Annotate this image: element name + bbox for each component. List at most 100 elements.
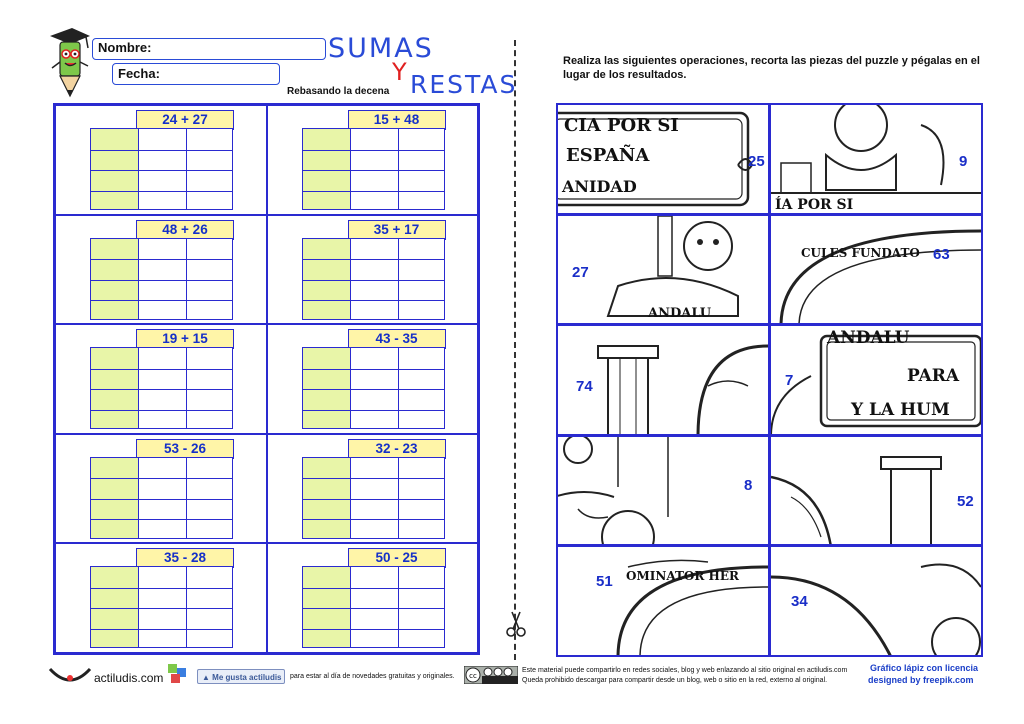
like-caption: para estar al día de novedades gratuitas… [290,673,455,680]
puzzle-piece[interactable]: 34 [769,545,983,657]
operation-label: 50 - 25 [347,548,446,569]
table-row-divider [302,498,444,500]
table-row-divider [91,259,232,261]
puzzle-number: 7 [785,372,794,390]
like-button[interactable]: ▲ Me gusta actiludis [197,669,285,684]
puzzle-number: 63 [933,245,950,263]
like-button-label: Me gusta actiludis [212,673,282,682]
carry-column [302,457,350,538]
answer-table[interactable] [301,456,445,539]
puzzle-number: 34 [791,593,808,611]
operation-cell: 53 - 26 [55,433,267,544]
answer-table[interactable] [301,237,445,320]
table-column-divider [138,348,139,429]
table-row-divider [302,300,444,302]
answer-table[interactable] [90,566,233,649]
pencil-mascot-icon [50,28,90,98]
answer-table[interactable] [301,128,445,210]
svg-text:cc: cc [469,672,477,680]
table-row-divider [91,389,232,391]
operation-cell: 43 - 35 [266,324,478,434]
operation-label: 35 + 17 [347,219,446,240]
table-column-divider [397,238,399,319]
table-row-divider [91,368,232,370]
operation-cell: 50 - 25 [266,543,478,653]
answer-table[interactable] [90,456,233,539]
table-column-divider [397,348,399,429]
license-line-1: Este material puede compartirlo en redes… [522,667,848,674]
carry-column [302,238,350,319]
table-row-divider [91,519,232,521]
puzzle-number: 8 [744,476,753,494]
puzzle-number: 25 [748,153,765,170]
license-line-2: Queda prohibido descargar para compartir… [522,677,828,684]
table-row-divider [91,628,232,630]
table-row-divider [91,409,232,411]
title-y: Y [392,58,409,86]
puzzle-illustration-icon [558,111,754,207]
operation-cell: 35 + 17 [266,214,478,325]
table-row-divider [302,279,444,281]
table-row-divider [91,300,232,302]
table-column-divider [349,238,351,319]
puzzle-number: 74 [576,378,593,396]
operation-label: 19 + 15 [136,329,234,350]
puzzle-illustration-icon [597,344,768,434]
answer-table[interactable] [90,128,233,210]
answer-table[interactable] [90,347,233,430]
table-column-divider [186,129,187,209]
puzzle-text: ANDALU [648,305,712,321]
answer-table[interactable] [90,237,233,320]
cc-license-icon: cc [464,666,518,684]
table-row-divider [302,409,444,411]
puzzle-piece[interactable]: ANDALU 27 [556,213,770,326]
carry-column [91,457,138,538]
name-label: Nombre: [98,40,152,55]
table-column-divider [397,129,399,209]
puzzle-illustration-icon [558,436,669,545]
answer-table[interactable] [301,347,445,430]
table-row-divider [91,190,232,192]
name-field-box [92,38,326,60]
brand-name[interactable]: actiludis.com [94,671,164,685]
puzzle-illustration-icon [779,229,981,324]
scissors-icon [506,611,526,637]
table-column-divider [397,567,399,648]
table-row-divider [302,190,444,192]
answer-table[interactable] [301,566,445,649]
date-label: Fecha: [118,66,160,81]
operation-cell: 15 + 48 [266,105,478,215]
like-icon: ▲ [202,673,210,682]
carry-column [91,238,138,319]
puzzle-number: 27 [572,263,589,281]
puzzle-text: CIA POR SI [564,115,679,136]
operation-cell: 48 + 26 [55,214,267,325]
table-column-divider [349,567,351,648]
table-column-divider [138,238,139,319]
carry-column [91,567,138,648]
date-field-box [112,63,280,85]
puzzle-piece[interactable]: 52 [769,434,983,547]
puzzle-illustration-icon [616,559,768,655]
table-column-divider [138,129,139,209]
table-row-divider [302,170,444,171]
table-row-divider [302,519,444,521]
carry-column [302,348,350,429]
operation-label: 35 - 28 [136,548,234,569]
table-row-divider [302,608,444,610]
puzzle-illustration-icon [771,455,942,545]
puzzle-piece[interactable]: 74 [556,324,770,436]
puzzle-piece[interactable]: 8 [556,434,770,547]
credit-line-1: Gráfico lápiz con licencia [870,663,979,673]
table-row-divider [91,587,232,589]
table-column-divider [138,567,139,648]
credit-line-2[interactable]: designed by freepik.com [868,675,974,685]
carry-column [91,129,138,209]
